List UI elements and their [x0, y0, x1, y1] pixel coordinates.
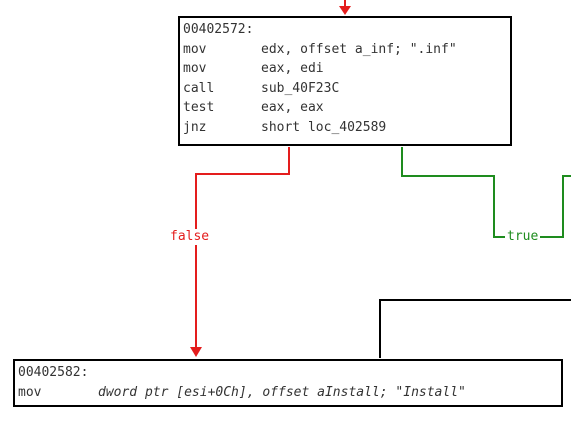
- true-branch-edge: [401, 147, 571, 238]
- incoming-edge-2-line: [379, 299, 571, 358]
- true-branch-label: true: [505, 229, 541, 245]
- instruction-mnemonic: mov: [183, 61, 207, 76]
- true-branch-edge-line: [401, 147, 571, 238]
- instruction-mnemonic: mov: [18, 384, 42, 400]
- instruction-line[interactable]: jnz short loc_402589: [183, 118, 507, 138]
- incoming-edge-arrowhead: [339, 6, 351, 15]
- incoming-edge-2: [379, 299, 571, 358]
- instruction-mnemonic: test: [183, 100, 215, 115]
- instruction-mnemonic: mov: [183, 41, 207, 57]
- instruction-line[interactable]: mov dword ptr [esi+0Ch], offset aInstall…: [18, 383, 558, 403]
- false-branch-edge: [190, 147, 290, 357]
- instruction-operands: eax, edi: [261, 61, 324, 76]
- block-address: 00402582:: [18, 365, 89, 380]
- instruction-mnemonic: jnz: [183, 119, 207, 135]
- incoming-edge: [339, 0, 351, 15]
- instruction-mnemonic: call: [183, 80, 215, 96]
- instruction-operands: sub_40F23C: [261, 80, 340, 96]
- instruction-line[interactable]: mov eax, edi: [183, 59, 507, 79]
- instruction-operands: short loc_402589: [261, 119, 387, 135]
- instruction-line[interactable]: call sub_40F23C: [183, 79, 507, 99]
- instruction-operands: edx, offset a_inf; ".inf": [261, 41, 457, 57]
- block-address: 00402572:: [183, 22, 254, 37]
- false-branch-edge-arrowhead: [190, 347, 202, 357]
- basic-block-00402582[interactable]: 00402582: mov dword ptr [esi+0Ch], offse…: [13, 359, 563, 407]
- instruction-operands: dword ptr [esi+0Ch], offset aInstall; "I…: [98, 384, 466, 400]
- instruction-line[interactable]: test eax, eax: [183, 98, 507, 118]
- instruction-operands: eax, eax: [261, 100, 324, 115]
- basic-block-00402572[interactable]: 00402572: mov edx, offset a_inf; ".inf" …: [178, 16, 512, 146]
- instruction-line[interactable]: mov edx, offset a_inf; ".inf": [183, 40, 507, 60]
- false-branch-edge-line: [195, 147, 290, 348]
- false-branch-label: false: [168, 229, 212, 245]
